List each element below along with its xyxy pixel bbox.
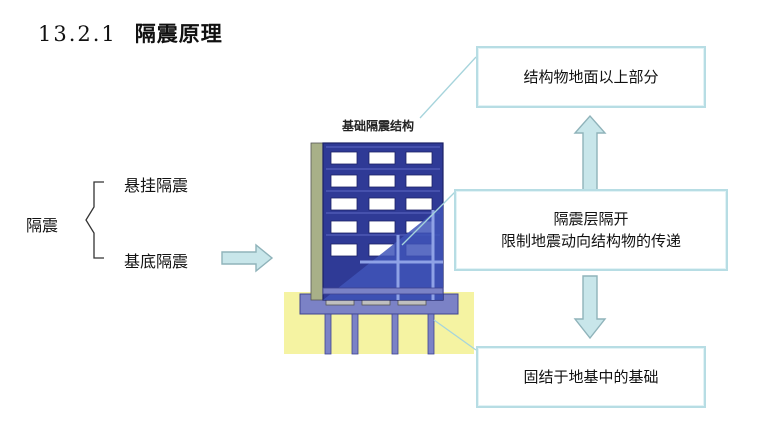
callout-lower-text: 固结于地基中的基础 — [523, 368, 659, 386]
callout-upper-text: 结构物地面以上部分 — [523, 68, 659, 86]
down-arrow-icon — [573, 275, 607, 340]
connector-line — [419, 56, 477, 119]
connector-line — [433, 319, 477, 351]
figure-caption: 基础隔震结构 — [341, 118, 414, 133]
side-wall — [310, 142, 324, 301]
callout-middle-line2: 限制地震动向结构物的传递 — [500, 232, 681, 250]
section-title: 隔震原理 — [134, 22, 223, 46]
branch-label-suspension: 悬挂隔震 — [124, 176, 189, 195]
up-arrow-icon — [573, 114, 607, 201]
callout-lower: 固结于地基中的基础 — [476, 346, 706, 408]
connector-line — [401, 191, 456, 246]
callout-middle: 隔震层隔开 限制地震动向结构物的传递 — [454, 189, 728, 271]
pile — [324, 313, 332, 355]
pile — [391, 313, 399, 355]
root-label: 隔震 — [26, 216, 59, 235]
callout-middle-line1: 隔震层隔开 — [553, 210, 629, 228]
isolation-layer — [322, 287, 444, 295]
building-figure — [284, 142, 474, 355]
callout-upper: 结构物地面以上部分 — [476, 46, 706, 108]
section-number: 13.2.1 — [38, 22, 117, 46]
branch-label-base: 基底隔震 — [124, 252, 189, 271]
right-arrow-icon — [221, 243, 274, 273]
pile — [351, 313, 359, 355]
pile — [427, 313, 435, 355]
section-heading: 13.2.1 隔震原理 — [38, 18, 223, 48]
bracket — [85, 181, 104, 259]
cutaway — [323, 205, 443, 300]
